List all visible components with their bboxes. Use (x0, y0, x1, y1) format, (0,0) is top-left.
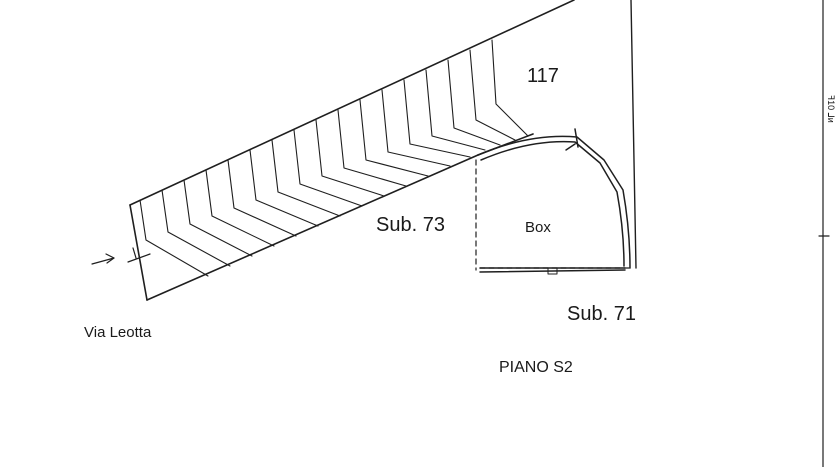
ramp-end-edge (129, 204, 148, 301)
floor-label: PIANO S2 (499, 359, 573, 376)
box-label: Box (525, 219, 551, 236)
lot-boundary-line (630, 0, 637, 269)
entry-arrow (91, 247, 151, 265)
ramp-inner-edge (146, 154, 479, 301)
street-label: Via Leotta (84, 324, 152, 341)
ramp-hatching (139, 39, 529, 277)
margin-text: ꟻ10 ⅃ᴎ (826, 95, 835, 123)
unit-right-label: Sub. 71 (567, 303, 636, 325)
dashed-wall (475, 159, 631, 271)
ramp-outer-edge (129, 0, 575, 206)
lot-number-label: 117 (527, 65, 559, 87)
margin-line (818, 0, 830, 467)
box-outline (477, 128, 631, 275)
unit-left-label: Sub. 73 (376, 214, 445, 236)
